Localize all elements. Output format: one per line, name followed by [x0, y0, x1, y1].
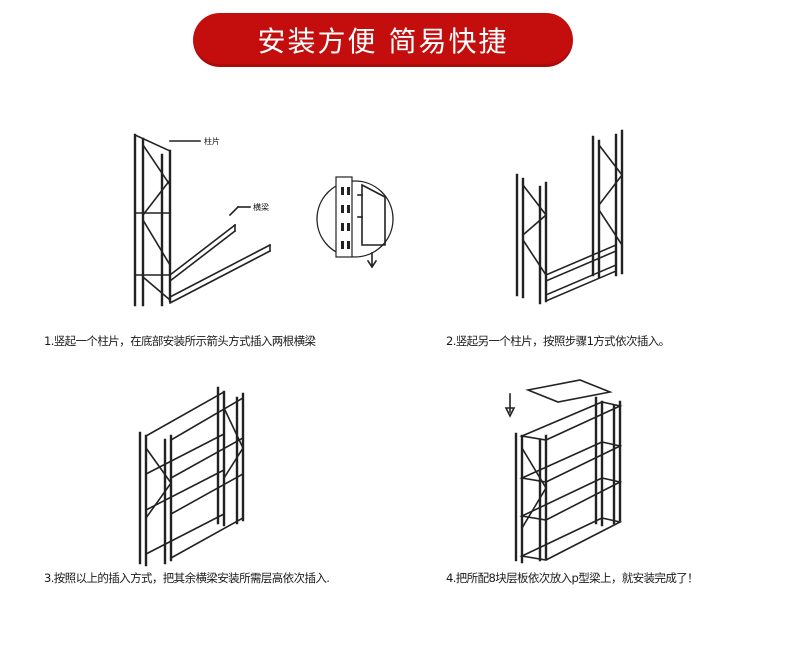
header-banner: 安装方便 简易快捷	[193, 13, 573, 67]
step2-illustration	[505, 125, 665, 315]
step1-illustration: 柱片 横梁	[110, 125, 410, 315]
beam-label: 横梁	[253, 202, 269, 212]
step1-caption: 1.竖起一个柱片，在底部安装所示箭头方式插入两根横梁	[44, 333, 315, 349]
step4-illustration	[500, 378, 650, 568]
header-title: 安装方便 简易快捷	[258, 20, 509, 60]
post-label: 柱片	[204, 136, 220, 146]
step3-illustration	[130, 378, 270, 568]
step3-caption: 3.按照以上的插入方式，把其余横梁安装所需层高依次插入.	[44, 570, 329, 586]
step4-caption: 4.把所配8块层板依次放入p型梁上，就安装完成了！	[446, 570, 698, 586]
step2-caption: 2.竖起另一个柱片，按照步骤1方式依次插入。	[446, 333, 670, 349]
